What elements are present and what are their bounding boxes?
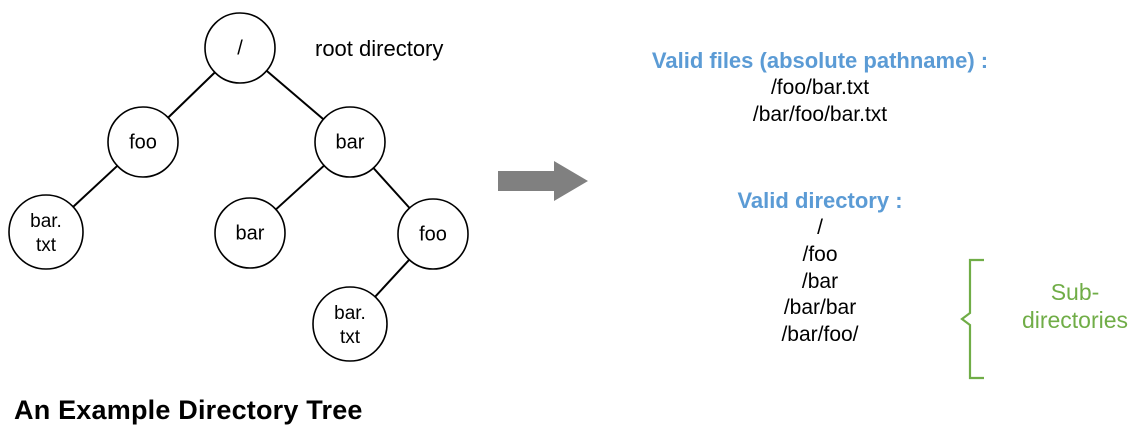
tree-node-circle [214, 197, 286, 269]
valid-file-path: /bar/foo/bar.txt [752, 102, 888, 126]
tree-node-barfoo-bartxt[interactable]: bar. txt [312, 286, 388, 362]
subdirectories-label-line1: Sub- [1050, 279, 1100, 305]
valid-directory-path: / [817, 215, 823, 239]
tree-node-label: bar [336, 131, 365, 153]
valid-file-path: /foo/bar.txt [770, 75, 870, 99]
tree-node-circle [204, 12, 276, 84]
valid-directory-heading: Valid directory : [737, 188, 903, 213]
tree-node-bar-bar[interactable]: bar [214, 197, 286, 269]
tree-node-label: txt [36, 235, 57, 256]
tree-edges [72, 69, 411, 298]
tree-node-circle [8, 194, 84, 270]
valid-files-section: Valid files (absolute pathname) : /foo/b… [620, 48, 1020, 129]
tree-edge [374, 259, 411, 298]
tree-node-bar[interactable]: bar [314, 106, 386, 178]
tree-node-label: foo [129, 131, 157, 153]
tree-nodes: / foo bar bar. txt bar foo bar. txt [8, 12, 469, 362]
root-directory-annotation: root directory [315, 36, 444, 61]
tree-node-label: / [237, 37, 243, 59]
directory-tree-graphic: / foo bar bar. txt bar foo bar. txt [8, 12, 469, 362]
tree-node-circle [312, 286, 388, 362]
tree-edge [167, 71, 216, 119]
tree-node-circle [314, 106, 386, 178]
curly-brace-icon [960, 258, 984, 380]
tree-node-foo-bartxt[interactable]: bar. txt [8, 194, 84, 270]
results-panel: Valid files (absolute pathname) : /foo/b… [620, 40, 1143, 400]
valid-directory-path: /bar/bar [783, 296, 857, 320]
tree-edge [265, 69, 325, 121]
right-arrow-icon [498, 161, 588, 201]
tree-node-label: foo [419, 223, 447, 245]
tree-edge [72, 165, 119, 208]
tree-node-circle [107, 106, 179, 178]
tree-edge [275, 164, 325, 211]
valid-directory-section: Valid directory : / /foo /bar /bar/bar /… [620, 188, 1020, 349]
valid-files-heading: Valid files (absolute pathname) : [651, 48, 989, 73]
tree-edge [372, 167, 411, 209]
tree-node-root[interactable]: / [204, 12, 276, 84]
tree-node-bar-foo[interactable]: foo [397, 198, 469, 270]
tree-node-label: bar. [334, 303, 366, 324]
tree-node-label: txt [340, 327, 361, 348]
valid-directory-path: /foo [802, 242, 838, 266]
subdirectories-label: Sub- directories [1000, 278, 1143, 334]
diagram-title: An Example Directory Tree [14, 395, 363, 425]
tree-node-label: bar. [30, 211, 62, 232]
tree-node-circle [397, 198, 469, 270]
subdirectories-label-line2: directories [1021, 307, 1129, 334]
tree-node-label: bar [236, 222, 265, 244]
tree-node-foo[interactable]: foo [107, 106, 179, 178]
valid-directory-path: /bar [801, 269, 839, 293]
valid-directory-path: /bar/foo/ [781, 323, 859, 347]
